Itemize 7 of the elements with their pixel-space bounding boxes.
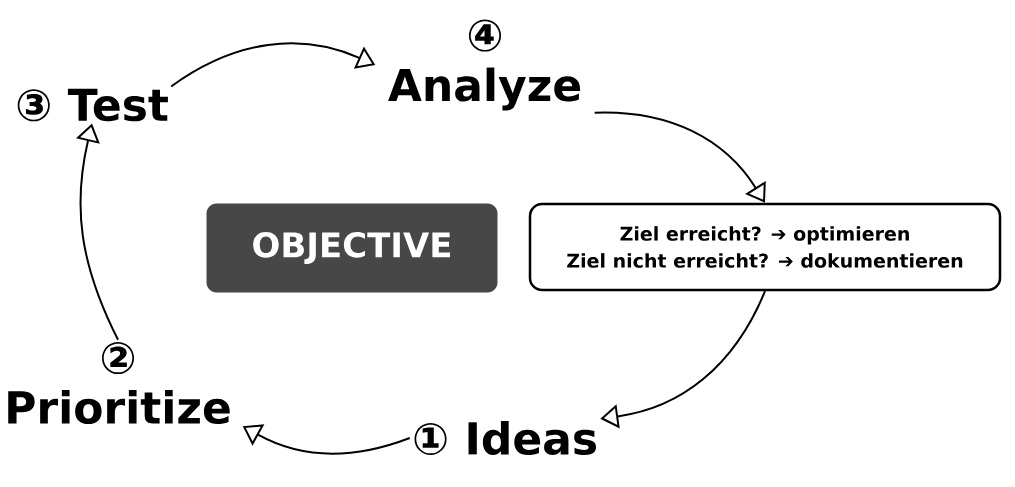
result-box: Ziel erreicht? ➔ optimieren Ziel nicht erreicht? ➔ dokumentieren: [528, 202, 1002, 292]
step-label: ④ Analyze: [388, 19, 581, 111]
step-label: ① Ideas: [414, 420, 596, 456]
objective-box: OBJECTIVE: [206, 203, 498, 293]
curved-arrow: [593, 111, 766, 203]
step-label: ② Prioritize: [8, 341, 230, 425]
step-label: ③ Test: [17, 88, 168, 122]
